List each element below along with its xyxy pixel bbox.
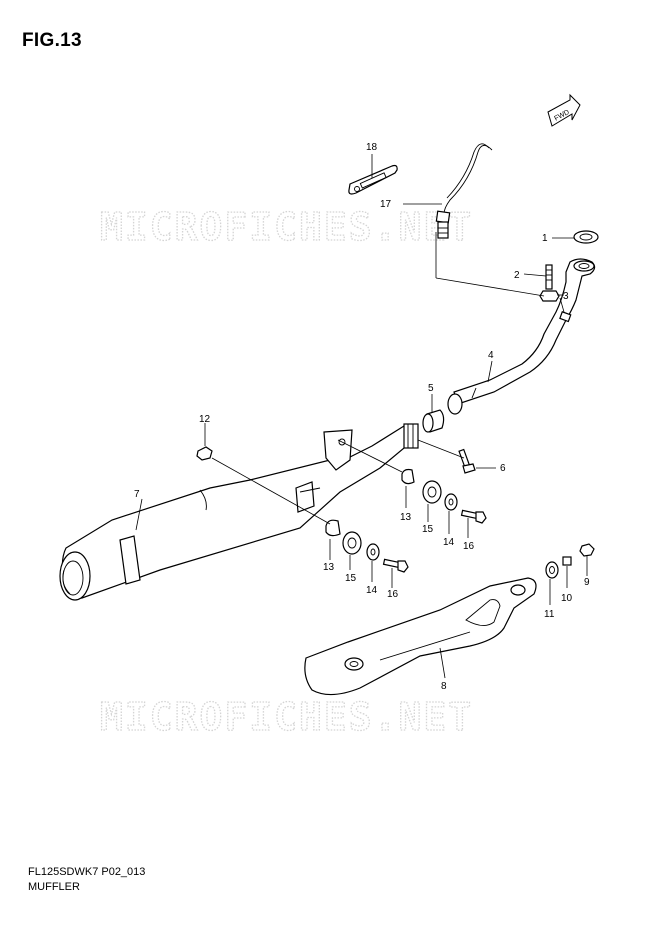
callout-8: 8 xyxy=(441,681,447,692)
figure-title: FIG.13 xyxy=(22,30,82,51)
callout-14-upper: 14 xyxy=(443,537,455,548)
callout-10: 10 xyxy=(561,593,573,604)
diagram-code: FL125SDWK7 P02_013 xyxy=(28,866,146,878)
part-8-heat-shield xyxy=(304,577,537,696)
callout-1: 1 xyxy=(542,233,548,244)
part-5-sleeve xyxy=(422,409,445,433)
diagram-name: MUFFLER xyxy=(28,881,80,893)
part-11-grommet xyxy=(545,561,559,579)
callout-13-lower: 13 xyxy=(323,562,335,573)
callout-2: 2 xyxy=(514,270,520,281)
part-6-bolt xyxy=(458,448,476,474)
part-18-bracket xyxy=(348,164,398,195)
callout-17: 17 xyxy=(380,199,392,210)
part-1-gasket xyxy=(573,230,599,244)
callout-11: 11 xyxy=(544,609,555,620)
part-2-stud xyxy=(545,264,553,290)
callout-16-upper: 16 xyxy=(463,541,475,552)
mount-hardware-upper xyxy=(401,468,487,524)
callout-9: 9 xyxy=(584,577,590,588)
callout-7: 7 xyxy=(134,489,140,500)
part-10-collar xyxy=(562,556,572,566)
part-4-exhaust-pipe xyxy=(447,258,596,415)
part-3-nut xyxy=(539,290,560,302)
callout-12: 12 xyxy=(199,414,211,425)
callout-labels: 18 17 1 2 3 4 5 6 7 8 9 10 11 12 13 13 1… xyxy=(134,142,590,692)
watermark-bottom: MICROFICHES.NET xyxy=(100,695,473,739)
callout-5: 5 xyxy=(428,383,434,394)
part-12-screw xyxy=(196,446,213,461)
callout-3: 3 xyxy=(563,291,569,302)
leader-lines xyxy=(135,154,588,679)
callout-18: 18 xyxy=(366,142,378,153)
watermark-top: MICROFICHES.NET xyxy=(100,205,473,249)
callout-16-lower: 16 xyxy=(387,589,399,600)
part-9-screw xyxy=(579,543,595,557)
callout-15-upper: 15 xyxy=(422,524,434,535)
callout-4: 4 xyxy=(488,350,494,361)
fwd-arrow-icon: FWD xyxy=(547,93,581,127)
callout-13-upper: 13 xyxy=(400,512,412,523)
callout-6: 6 xyxy=(500,463,506,474)
callout-15-lower: 15 xyxy=(345,573,357,584)
part-17-sensor xyxy=(435,143,493,239)
part-7-muffler xyxy=(59,423,419,601)
mount-hardware-lower xyxy=(325,519,409,573)
callout-14-lower: 14 xyxy=(366,585,378,596)
